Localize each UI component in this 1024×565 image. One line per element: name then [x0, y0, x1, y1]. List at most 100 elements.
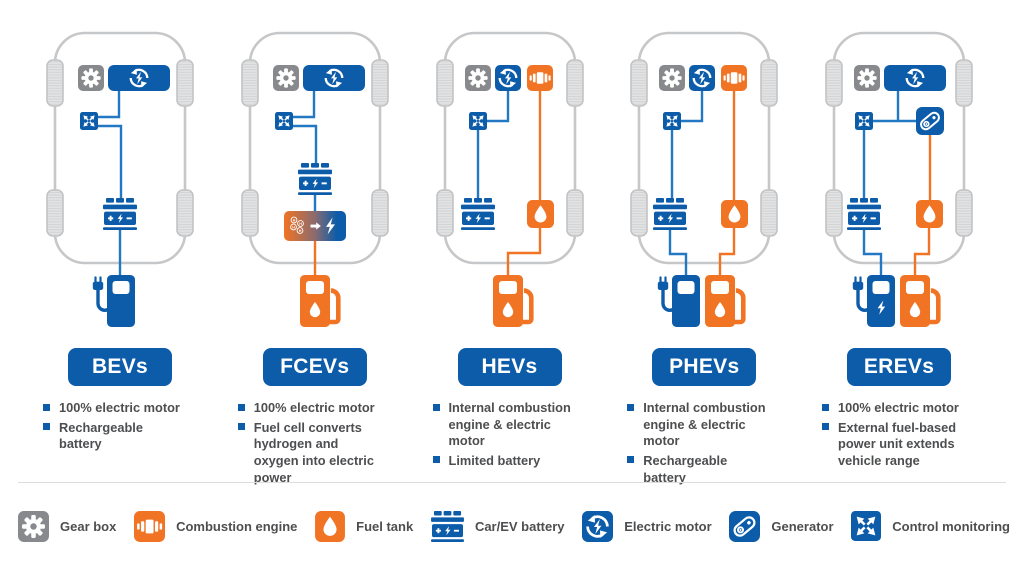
- gear-box-icon: [18, 510, 49, 542]
- legend-item-control-monitoring: Control monitoring: [851, 511, 1010, 541]
- electric-motor-icon: [303, 65, 365, 91]
- vehicle-erev: EREVs 100% electric motor External fuel-…: [804, 0, 994, 489]
- list-item: Internal combustion engine & electric mo…: [627, 400, 773, 450]
- legend-item-car-ev-battery: Car/EV battery: [430, 510, 565, 542]
- bullet-marker: [627, 456, 635, 464]
- list-item: 100% electric motor: [822, 400, 968, 417]
- fuel-pump-icon: [705, 275, 743, 327]
- vehicle-columns: BEVs 100% electric motor Rechargeable ba…: [25, 0, 994, 489]
- legend-label: Control monitoring: [892, 518, 1010, 534]
- legend-label: Combustion engine: [176, 518, 298, 534]
- control-monitoring-icon: [467, 111, 488, 131]
- phev-label-badge: PHEVs: [652, 348, 757, 386]
- bullet-marker: [237, 403, 245, 411]
- wiring-electric: [96, 89, 123, 279]
- legend-label: Gear box: [60, 518, 117, 534]
- electric-motor-icon: [495, 65, 521, 91]
- phev-feature-list: Internal combustion engine & electric mo…: [627, 400, 773, 489]
- wiring-electric: [291, 89, 317, 213]
- bullet-text: 100% electric motor: [59, 400, 180, 415]
- combustion-engine-icon: [526, 65, 553, 91]
- legend-label: Generator: [771, 518, 834, 534]
- gear-box-icon: [78, 65, 104, 91]
- gear-box-icon: [854, 65, 880, 91]
- svg-text:H: H: [292, 218, 295, 222]
- list-item: 100% electric motor: [43, 400, 189, 417]
- control-monitoring-icon: [274, 111, 294, 131]
- bullet-text: Internal combustion engine & electric mo…: [448, 400, 571, 449]
- bev-feature-list: 100% electric motor Rechargeable battery: [43, 400, 189, 456]
- wiring-fuel: [719, 89, 736, 279]
- fuel-cell-icon: HH HH: [283, 211, 346, 241]
- control-monitoring-icon: [854, 111, 874, 131]
- svg-text:H: H: [299, 222, 302, 226]
- hev-label-badge: HEVs: [457, 348, 562, 386]
- phev-architecture-diagram: [629, 31, 779, 335]
- erev-architecture-diagram: [824, 31, 974, 335]
- bev-architecture-diagram: [45, 31, 195, 329]
- wiring-fuel: [506, 89, 541, 279]
- vehicle-phev: PHEVs Internal combustion engine & elect…: [609, 0, 799, 489]
- combustion-engine-icon: [134, 510, 166, 542]
- electric-motor-icon: [582, 511, 613, 542]
- list-item: Fuel cell converts hydrogen and oxygen i…: [237, 419, 384, 487]
- fcev-feature-list: 100% electric motor Fuel cell converts h…: [237, 400, 384, 489]
- legend-label: Fuel tank: [356, 518, 414, 534]
- wiring-fuel: [913, 133, 932, 279]
- vehicle-bev: BEVs 100% electric motor Rechargeable ba…: [25, 0, 215, 489]
- generator-icon: [915, 106, 945, 136]
- gear-box-icon: [659, 65, 686, 91]
- gear-box-icon: [272, 65, 299, 91]
- legend-bar: Gear box Combustion engine Fuel tank Car…: [18, 503, 1010, 549]
- fuel-tank-icon: [315, 510, 346, 542]
- electric-motor-icon: [689, 65, 715, 91]
- car-ev-battery-icon: [430, 510, 464, 542]
- erev-feature-list: 100% electric motor External fuel-based …: [822, 400, 968, 473]
- wiring-electric: [862, 89, 918, 279]
- list-item: Internal combustion engine & electric mo…: [432, 400, 579, 450]
- ev-charger-icon: [853, 275, 895, 327]
- bullet-text: 100% electric motor: [838, 400, 959, 415]
- fcev-architecture-diagram: HH HH: [240, 31, 390, 335]
- legend-label: Electric motor: [624, 518, 712, 534]
- bullet-text: Fuel cell converts hydrogen and oxygen i…: [253, 419, 374, 485]
- list-item: Rechargeable battery: [627, 453, 773, 486]
- combustion-engine-icon: [721, 65, 748, 91]
- bullet-marker: [43, 403, 50, 411]
- list-item: 100% electric motor: [237, 400, 384, 417]
- list-item: External fuel-based power unit extends v…: [822, 420, 968, 470]
- hev-architecture-diagram: [435, 31, 584, 335]
- wiring-electric: [476, 89, 509, 200]
- fcev-label-badge: FCEVs: [262, 348, 367, 386]
- bullet-marker: [822, 423, 829, 431]
- legend-item-gear-box: Gear box: [18, 510, 117, 542]
- svg-text:H: H: [298, 229, 301, 233]
- bullet-marker: [627, 403, 635, 411]
- bullet-text: Rechargeable battery: [643, 452, 728, 485]
- hev-feature-list: Internal combustion engine & electric mo…: [432, 400, 579, 473]
- legend-label: Car/EV battery: [474, 518, 565, 534]
- generator-icon: [729, 510, 761, 542]
- fuel-tank-icon: [721, 200, 749, 228]
- legend-item-fuel-tank: Fuel tank: [315, 510, 414, 542]
- bullet-marker: [822, 403, 829, 411]
- fuel-pump-icon: [300, 275, 338, 327]
- fuel-tank-icon: [916, 200, 943, 228]
- vehicle-hev: HEVs Internal combustion engine & electr…: [415, 0, 605, 489]
- electric-motor-icon: [884, 65, 946, 91]
- list-item: Limited battery: [432, 452, 579, 470]
- ev-charger-icon: [91, 273, 137, 329]
- legend-item-generator: Generator: [729, 510, 834, 542]
- list-item: Rechargeable battery: [43, 420, 189, 453]
- gear-box-icon: [464, 65, 491, 91]
- bullet-text: Limited battery: [448, 452, 541, 468]
- legend-divider: [18, 482, 1006, 483]
- fuel-tank-icon: [526, 200, 554, 228]
- ev-charger-icon: [656, 273, 702, 329]
- control-monitoring-icon: [79, 111, 99, 131]
- bullet-marker: [432, 456, 440, 464]
- erev-label-badge: EREVs: [847, 348, 951, 386]
- bullet-text: Internal combustion engine & electric mo…: [643, 400, 766, 449]
